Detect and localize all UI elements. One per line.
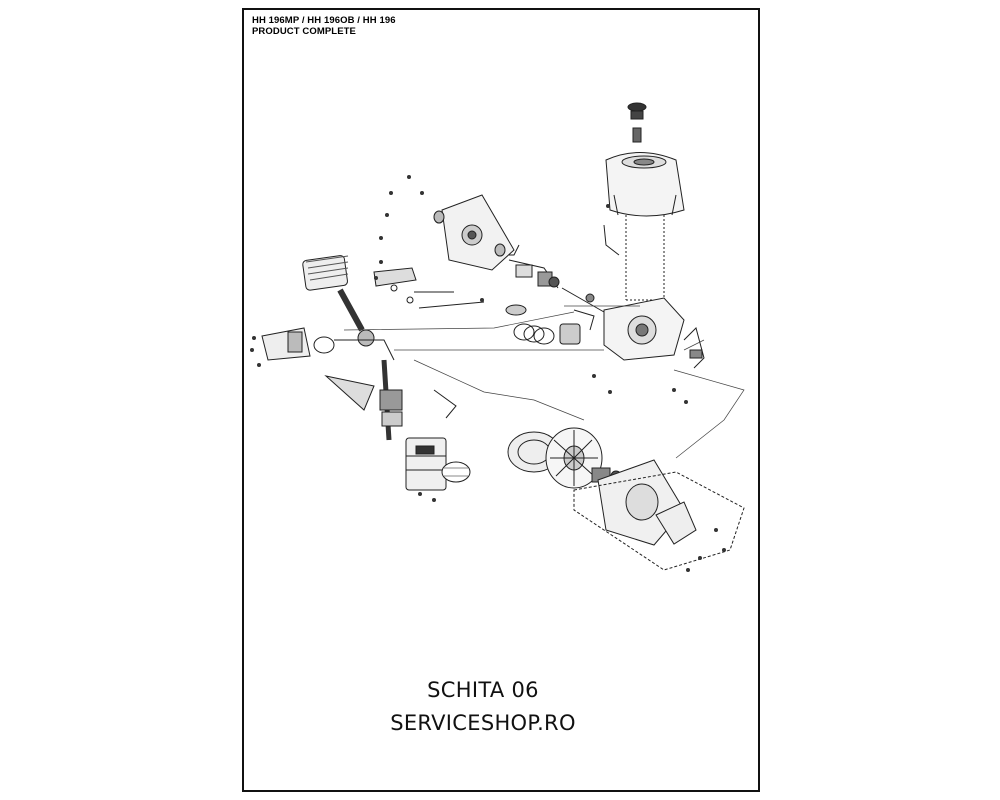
fasteners	[250, 175, 726, 572]
cylinder-head	[302, 255, 485, 347]
piston-assembly	[513, 309, 595, 345]
drawing-sheet: HH 196MP / HH 196OB / HH 196 PRODUCT COM…	[242, 8, 760, 792]
sheet-subtitle: PRODUCT COMPLETE	[252, 26, 356, 37]
model-title: HH 196MP / HH 196OB / HH 196	[252, 15, 396, 26]
exploded-parts-diagram	[250, 102, 745, 572]
crankshaft	[505, 259, 605, 316]
assembly-leader-lines	[343, 305, 745, 459]
engine-block	[603, 297, 705, 369]
fan-shroud	[573, 459, 745, 571]
flywheel-fan	[507, 427, 622, 489]
caption-line-1: SCHITA 06	[427, 678, 539, 702]
fuel-tank	[603, 102, 685, 301]
crankcase-cover	[433, 194, 520, 271]
caption-line-2: SERVICESHOP.RO	[390, 711, 576, 735]
sheet-header: HH 196MP / HH 196OB / HH 196 PRODUCT COM…	[252, 15, 396, 37]
carburetor-airfilter	[261, 327, 471, 491]
